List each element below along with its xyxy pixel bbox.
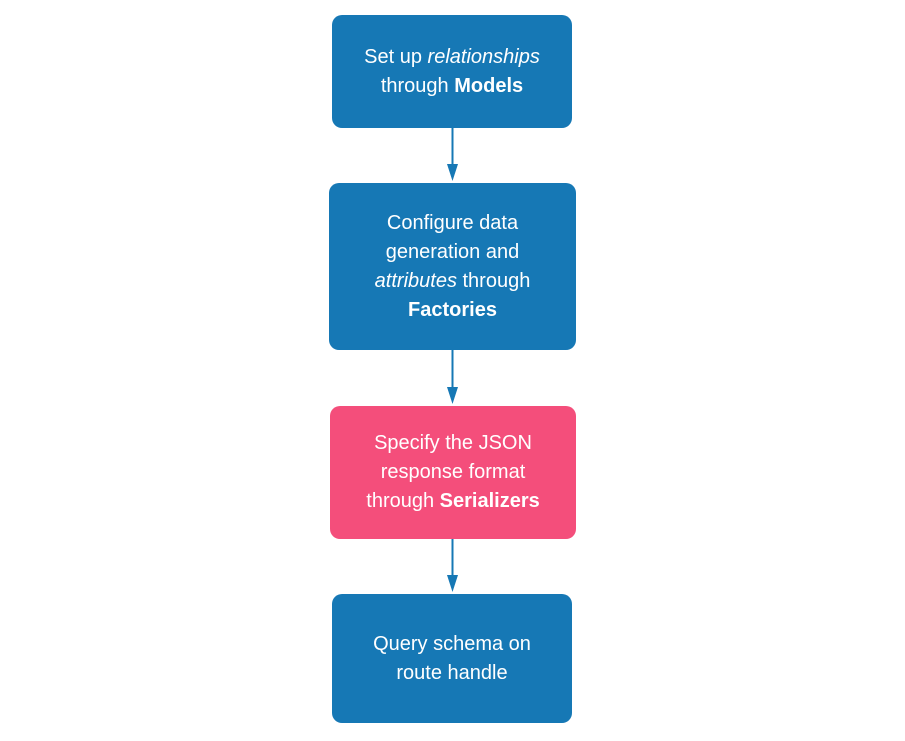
flow-box-text-line: route handle	[396, 661, 508, 684]
flow-box-text-line: Configure data	[386, 211, 519, 234]
arrow-serializers-to-query	[447, 539, 458, 592]
flow-box-text-line: through Serializers	[366, 490, 540, 512]
flow-box-text-line: response format	[380, 461, 526, 483]
flow-box-serializers: Specify the JSON response format through S…	[330, 406, 576, 539]
arrow-factories-to-serializers	[447, 350, 458, 404]
flow-box-text-line: attributes through	[374, 269, 531, 292]
flow-box-text-line: Factories	[408, 298, 497, 321]
flow-box-factories: Configure data generation and attributes t…	[329, 183, 576, 350]
flow-box-models: Set up relationships through Models	[332, 15, 572, 128]
flow-box-text-line: Query schema on	[373, 632, 531, 655]
flow-box-text-line: through Models	[380, 74, 524, 97]
arrow-models-to-factories	[447, 128, 458, 181]
flow-box-query: Query schema on route handle	[332, 594, 572, 723]
flow-box-text-line: Set up relationships	[364, 45, 540, 68]
flow-box-text-line: generation and	[385, 240, 520, 263]
flow-box-text-line: Specify the JSON	[374, 432, 532, 454]
